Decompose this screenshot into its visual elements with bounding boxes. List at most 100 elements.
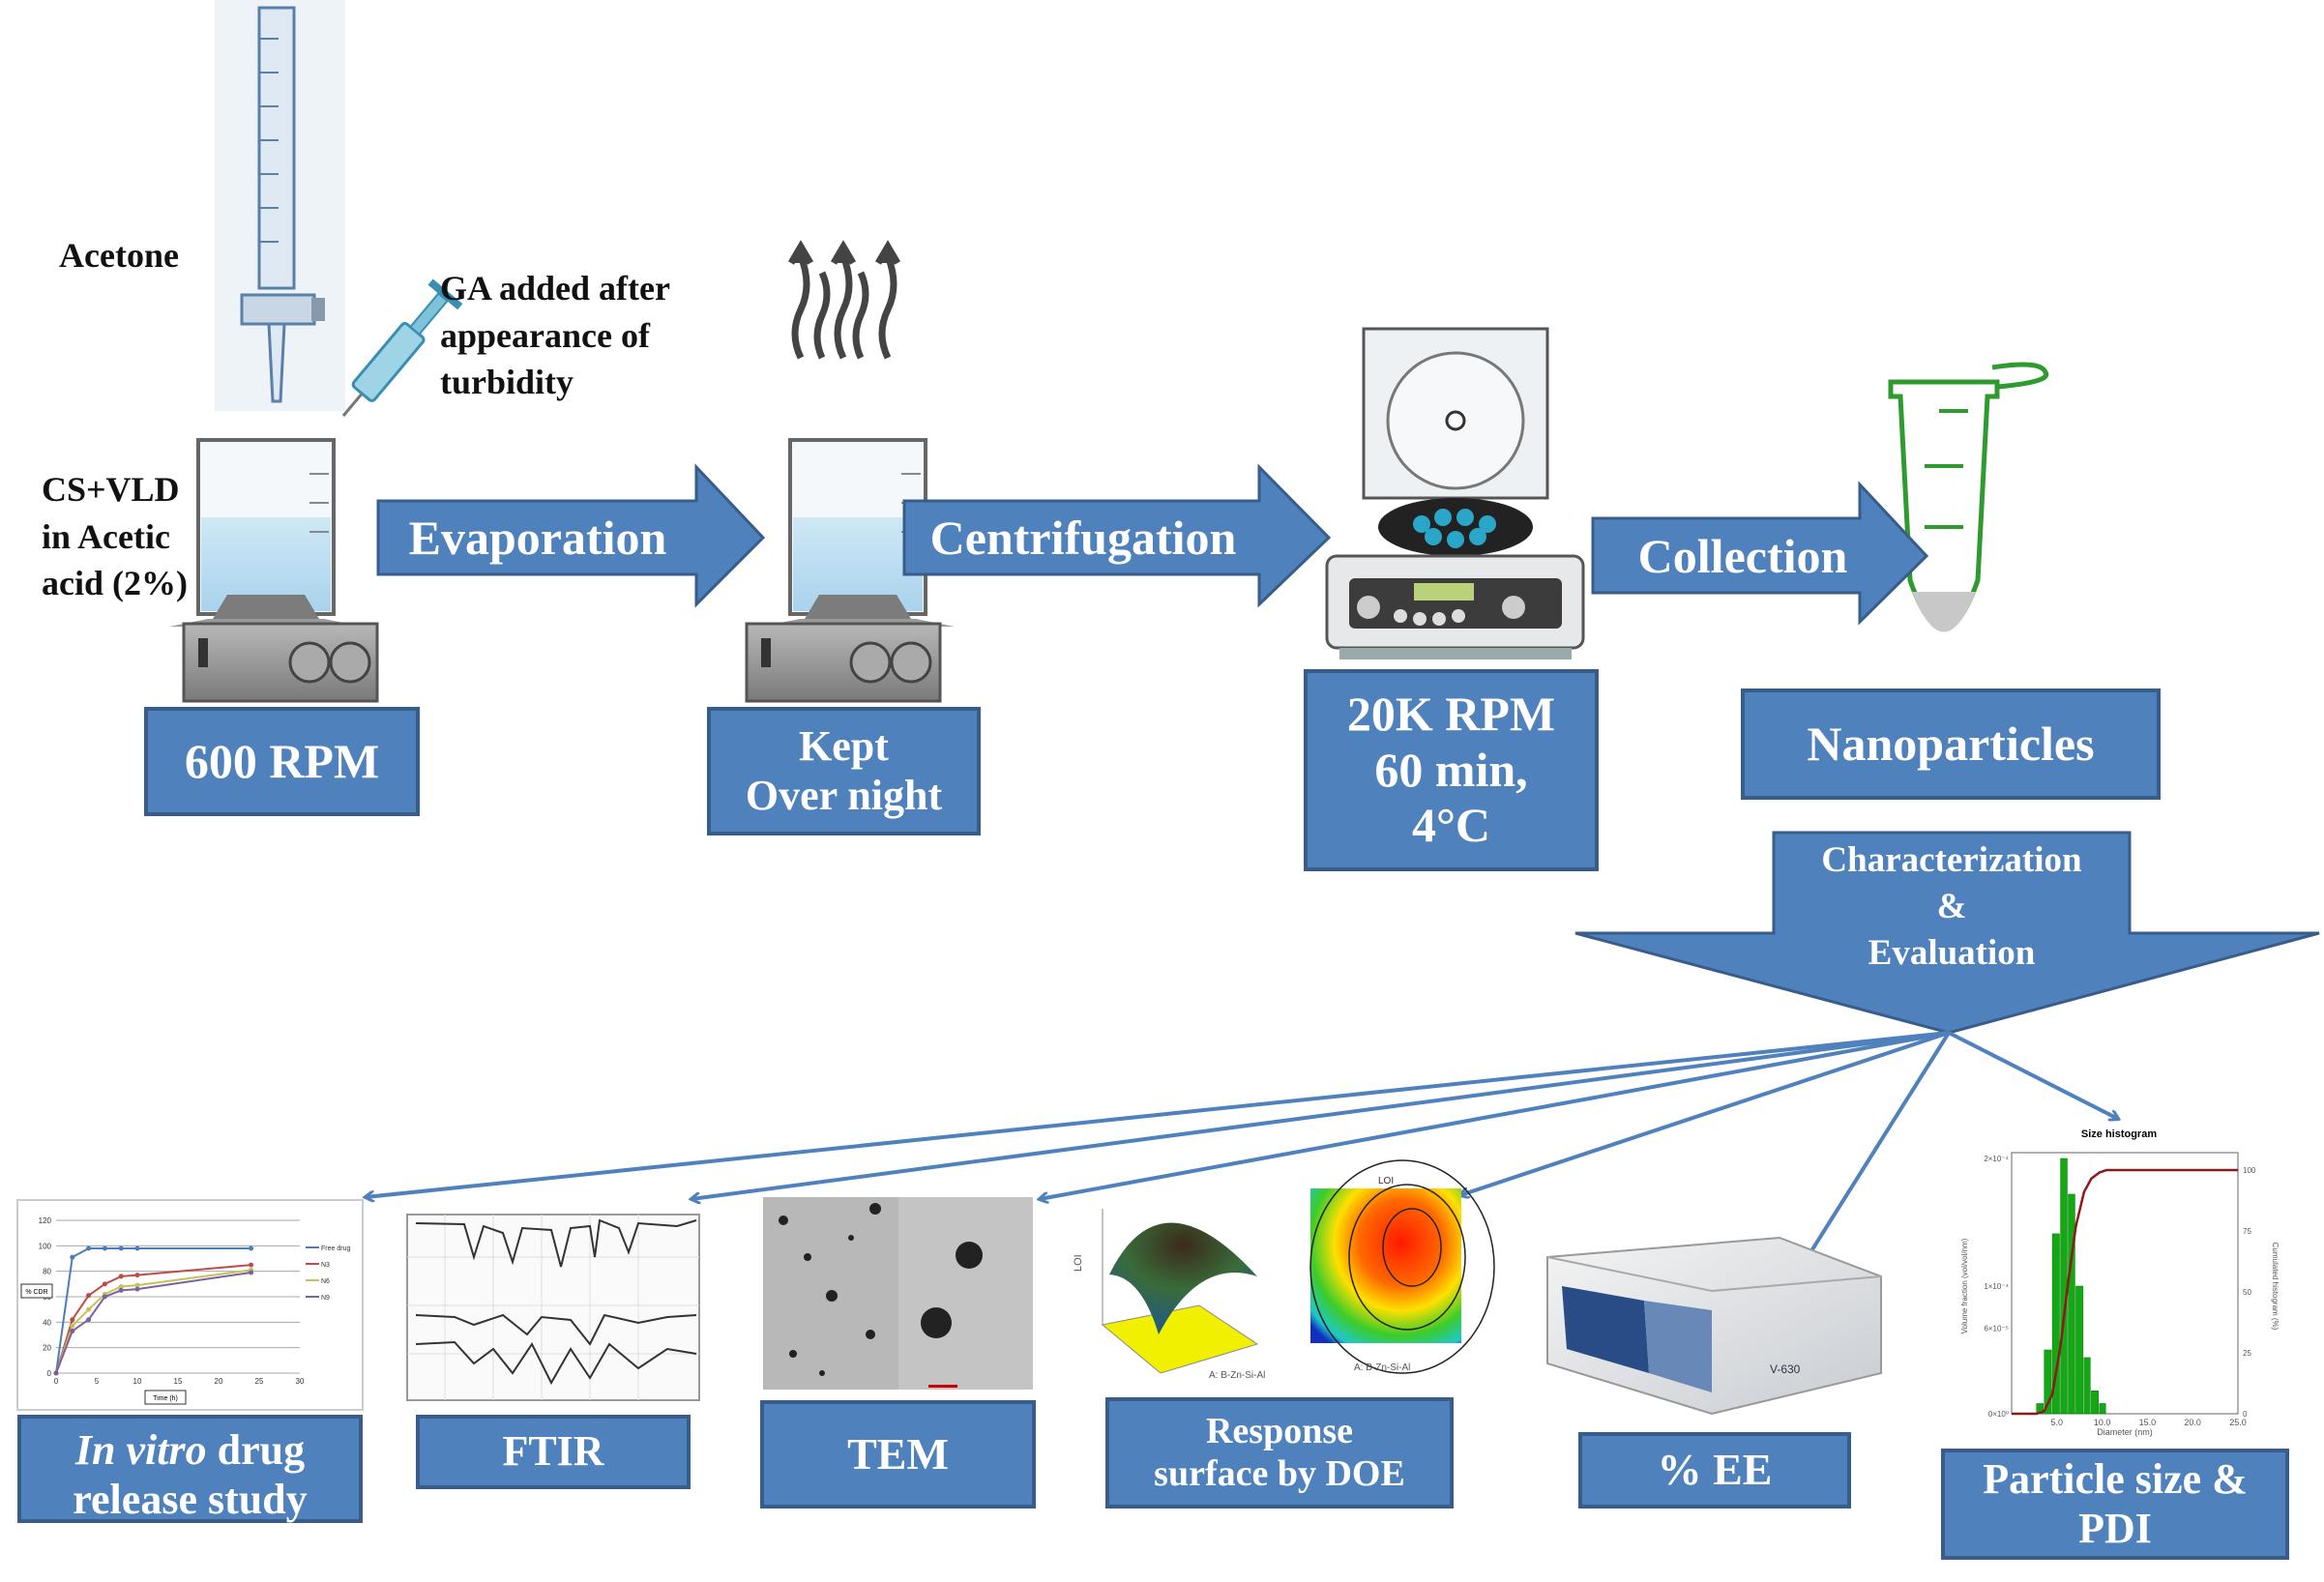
cs-vld-label: CS+VLD in Acetic acid (2%) <box>42 470 188 603</box>
data-point <box>70 1254 75 1260</box>
data-point <box>102 1294 107 1300</box>
x-tick-label: 20.0 <box>2184 1418 2201 1427</box>
tem-micrograph-image <box>763 1197 1033 1390</box>
ftir-spectra-image <box>406 1214 700 1401</box>
data-point <box>86 1306 92 1312</box>
data-point <box>249 1270 254 1275</box>
histogram-bar <box>2068 1193 2075 1415</box>
data-point <box>134 1286 140 1292</box>
ee-box: % EE <box>1578 1432 1851 1509</box>
y-tick-label: 80 <box>43 1268 51 1276</box>
svg-text:A: B-Zn-Si-Al: A: B-Zn-Si-Al <box>1209 1370 1265 1381</box>
y-tick-label: 100 <box>39 1242 52 1250</box>
centri-line-2: 60 min, <box>1374 742 1528 797</box>
rpm-600-box: 600 RPM <box>144 707 420 816</box>
particle-size-box: Particle size & PDI <box>1941 1449 2289 1560</box>
x-tick-label: 10.0 <box>2094 1418 2111 1427</box>
data-point <box>102 1245 107 1251</box>
y-tick-label: 0 <box>47 1369 52 1378</box>
centrifugation-arrow <box>902 463 1332 608</box>
svg-text:V-630: V-630 <box>1770 1362 1801 1376</box>
data-point <box>70 1329 75 1334</box>
data-point <box>102 1281 107 1287</box>
y-axis-label-box <box>20 1283 53 1299</box>
invitro-release-box: In vitro drug release study <box>17 1415 363 1523</box>
spectrophotometer-image: V-630 <box>1546 1236 1882 1416</box>
x-axis-label-box <box>144 1390 187 1405</box>
characterization-line-2: & <box>1936 887 1967 926</box>
histogram-bar <box>2060 1157 2068 1415</box>
data-point <box>249 1262 254 1268</box>
response-surface-box: Response surface by DOE <box>1105 1397 1454 1509</box>
evaporation-arrow <box>376 463 766 608</box>
x-tick-label: 5.0 <box>2051 1418 2064 1427</box>
collection-arrow <box>1591 481 1929 626</box>
data-point <box>134 1282 140 1288</box>
data-point <box>134 1245 140 1251</box>
centrifuge-settings-box: 20K RPM 60 min, 4°C <box>1304 669 1599 871</box>
histogram-bar <box>2083 1357 2091 1415</box>
legend-label: Free drug <box>321 1245 350 1252</box>
nanoparticles-box: Nanoparticles <box>1741 688 2161 800</box>
svg-text:A: B-Zn-Si-Al: A: B-Zn-Si-Al <box>1354 1362 1410 1373</box>
y-tick-label: 0×10⁰ <box>1988 1410 2009 1419</box>
centrifuge-icon <box>1325 327 1585 659</box>
x-tick-label: 10 <box>133 1377 142 1386</box>
kept-overnight-box: Kept Over night <box>707 707 981 835</box>
data-point <box>70 1323 75 1329</box>
characterization-line-1: Characterization <box>1821 840 2082 880</box>
histogram-bar <box>2075 1285 2084 1415</box>
overnight-beaker-icon <box>745 438 955 703</box>
data-point <box>86 1293 92 1299</box>
y-tick-label: 6×10⁻⁵ <box>1984 1325 2009 1333</box>
x-tick-label: 15.0 <box>2139 1418 2157 1427</box>
centri-line-1: 20K RPM <box>1346 687 1556 742</box>
x-tick-label: 0 <box>54 1377 59 1386</box>
invitro-italic-text: In vitro <box>74 1426 207 1474</box>
y-tick-label: 1×10⁻⁴ <box>1984 1282 2009 1291</box>
characterization-arrow <box>1574 831 2320 1035</box>
legend-label: N3 <box>321 1262 330 1269</box>
data-point <box>134 1273 140 1278</box>
data-point <box>249 1245 254 1251</box>
y-axis-label: % CDR <box>25 1289 47 1296</box>
y2-tick-label: 0 <box>2243 1410 2248 1419</box>
data-point <box>118 1287 124 1293</box>
histogram-bar <box>2091 1390 2100 1415</box>
cumulative-curve <box>2012 1168 2238 1416</box>
acetone-label: Acetone <box>59 236 179 275</box>
y-tick-label: 40 <box>43 1318 51 1327</box>
data-point <box>86 1317 92 1323</box>
vapor-arrows-icon <box>787 240 901 360</box>
y-tick-label: 120 <box>39 1216 52 1225</box>
y-tick-label: 2×10⁻⁴ <box>1984 1155 2009 1163</box>
x-axis-label: Time (h) <box>153 1395 178 1402</box>
syringe-icon <box>341 278 463 417</box>
evaluation-pointer-arrows <box>366 1031 2118 1325</box>
y2-tick-label: 50 <box>2243 1288 2251 1297</box>
y2-tick-label: 100 <box>2243 1166 2256 1175</box>
x-tick-label: 20 <box>215 1377 223 1386</box>
ga-note-label: GA added after appearance of turbidity <box>440 269 670 402</box>
ftir-box: FTIR <box>416 1415 691 1489</box>
svg-text:LOI: LOI <box>1073 1254 1084 1272</box>
collection-label: Collection <box>1637 528 1848 583</box>
data-point <box>70 1317 75 1323</box>
data-point <box>118 1245 124 1251</box>
y2-axis-label: Cumulated histogram (%) <box>2271 1243 2280 1331</box>
data-point <box>118 1274 124 1279</box>
invitro-rest-text: drug release study <box>73 1426 308 1523</box>
data-point <box>53 1370 59 1376</box>
histogram-bar <box>2099 1403 2106 1415</box>
x-axis-label: Diameter (nm) <box>2097 1427 2153 1437</box>
data-point <box>118 1283 124 1289</box>
histogram-bar <box>2051 1233 2060 1415</box>
x-tick-label: 25.0 <box>2229 1418 2247 1427</box>
y-axis-label: Volume fraction (vol/vol/nm) <box>1960 1238 1969 1333</box>
characterization-label: Characterization & Evaluation <box>1774 837 2130 977</box>
x-tick-label: 30 <box>296 1377 305 1386</box>
eppendorf-tube-icon <box>1888 362 2049 632</box>
evaporation-label: Evaporation <box>408 511 667 565</box>
